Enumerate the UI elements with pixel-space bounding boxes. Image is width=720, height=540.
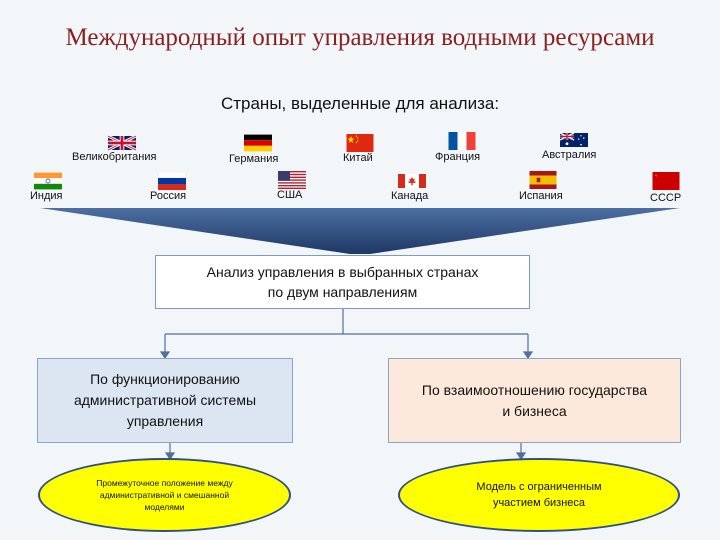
china-flag-icon <box>346 134 374 152</box>
country-label-germany: Германия <box>229 153 279 165</box>
spain-flag-icon <box>529 171 557 189</box>
admin-line-3: управления <box>126 413 204 429</box>
subtitle: Страны, выделенные для анализа: <box>220 94 500 113</box>
country-label-china: Китай <box>343 152 373 164</box>
admin-line-2: административной системы <box>73 392 257 408</box>
limited-line-2: участием бизнеса <box>492 497 586 509</box>
admin-line-1: По функционированию <box>90 371 240 387</box>
analysis-line-2: по двум направлениям <box>267 284 418 300</box>
funnel-arrow <box>40 208 680 254</box>
intermediate-line-1: Промежуточное положение между <box>96 478 233 488</box>
country-label-canada: Канада <box>391 190 429 202</box>
country-label-russia: Россия <box>150 190 187 202</box>
intermediate-line-2: административной и смешанной <box>99 490 230 500</box>
analysis-line-1: Анализ управления в выбранных странах <box>206 264 479 280</box>
country-label-usa: США <box>277 189 303 201</box>
uk-flag-icon <box>108 134 136 152</box>
country-label-ussr: СССР <box>650 192 682 204</box>
limited-business-ellipse: Модель с ограниченным участием бизнеса <box>398 458 680 532</box>
country-label-india: Индия <box>30 190 63 202</box>
canada-flag-icon <box>398 172 426 190</box>
intermediate-line-3: моделями <box>144 502 185 512</box>
state-business-line-2: и бизнеса <box>502 402 567 419</box>
admin-system-box: По функционированию административной сис… <box>37 358 293 443</box>
ussr-flag-icon <box>652 172 680 190</box>
limited-line-1: Модель с ограниченным <box>476 481 602 493</box>
analysis-box: Анализ управления в выбранных странах по… <box>155 255 530 309</box>
russia-flag-icon <box>158 172 186 190</box>
page-title: Международный опыт управления водными ре… <box>65 24 655 51</box>
france-flag-icon <box>448 132 476 150</box>
state-business-line-1: По взаимоотношению государства <box>421 381 648 398</box>
usa-flag-icon <box>278 171 306 189</box>
country-label-france: Франция <box>435 151 481 163</box>
country-label-australia: Австралия <box>542 149 597 161</box>
country-label-uk: Великобритания <box>72 151 157 163</box>
country-label-spain: Испания <box>519 190 563 202</box>
intermediate-model-ellipse: Промежуточное положение между администра… <box>38 458 291 532</box>
state-business-box: По взаимоотношению государства и бизнеса <box>388 358 681 443</box>
india-flag-icon <box>34 172 62 190</box>
australia-flag-icon <box>560 131 588 149</box>
germany-flag-icon <box>244 134 272 152</box>
